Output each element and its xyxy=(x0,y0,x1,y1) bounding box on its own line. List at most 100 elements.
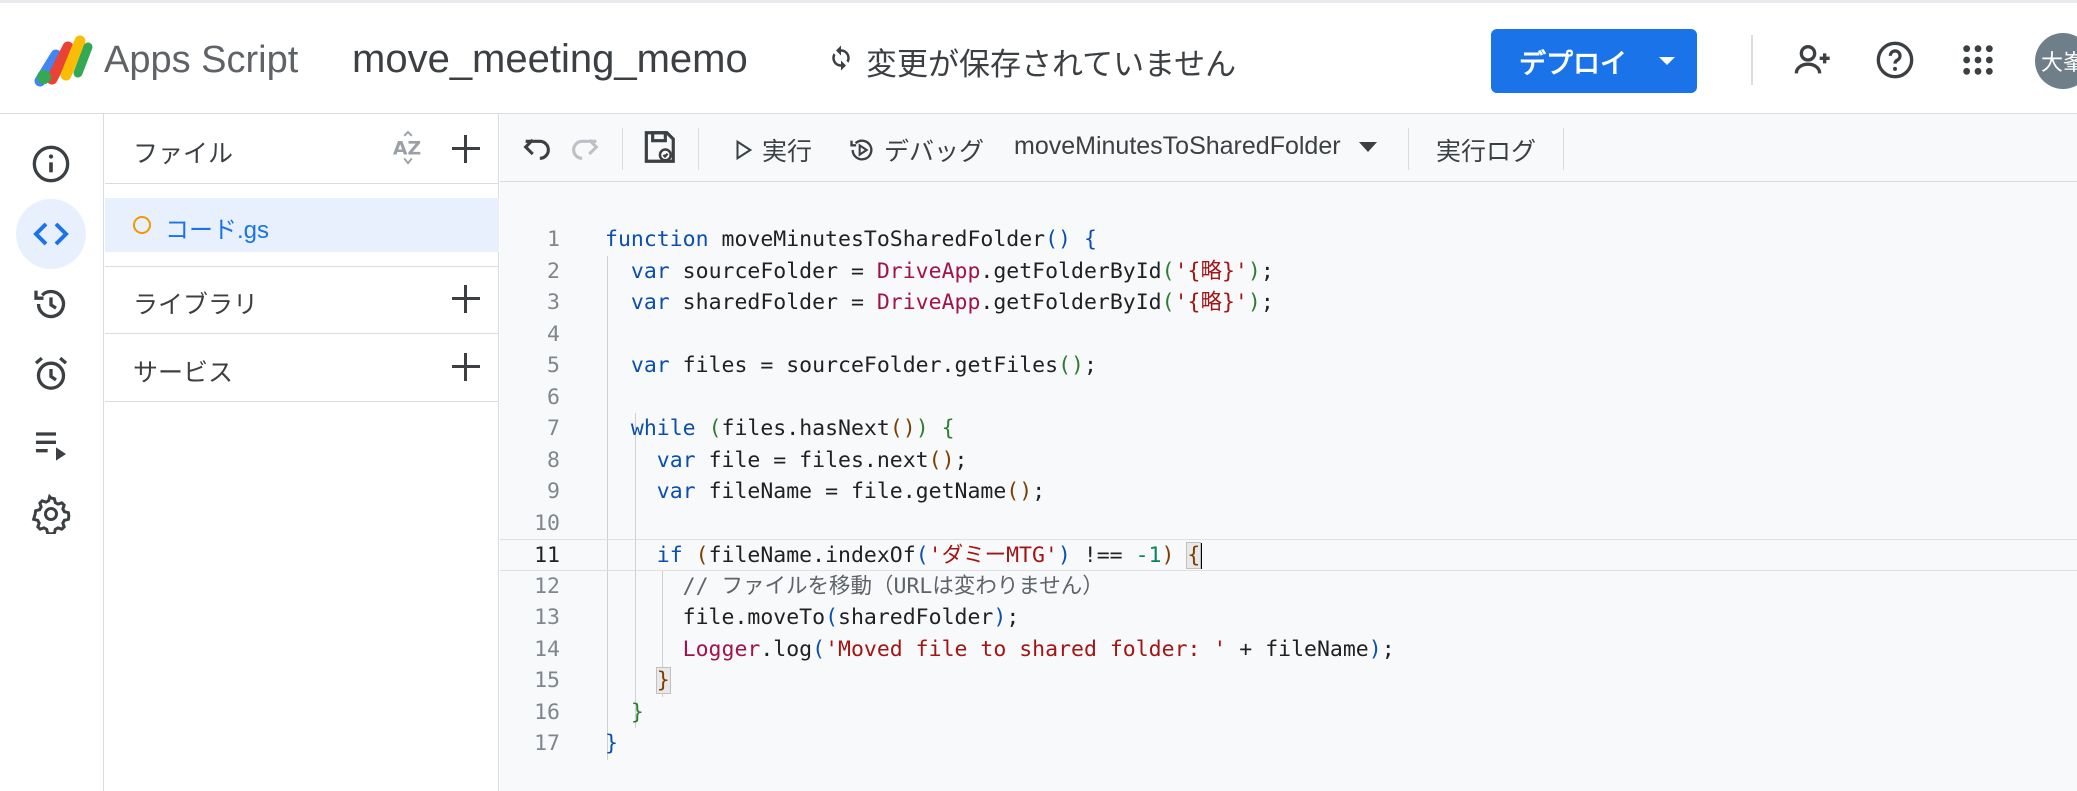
libraries-label: ライブラリ xyxy=(133,291,259,319)
services-section[interactable]: サービス xyxy=(105,334,499,402)
code-text: } xyxy=(630,699,644,725)
code-line: 8 var file = files.next(); xyxy=(500,445,2077,477)
line-number: 15 xyxy=(534,668,560,693)
code-text: var sharedFolder = DriveApp.getFolderByI… xyxy=(630,290,1274,315)
code-line: 12 // ファイルを移動（URLは変わりません） xyxy=(500,571,2077,603)
code-line: 13 file.moveTo(sharedFolder); xyxy=(500,602,2077,634)
history-icon[interactable] xyxy=(16,269,86,339)
caret-down-icon xyxy=(1358,141,1377,152)
executions-icon[interactable] xyxy=(16,409,86,479)
code-line: 3 var sharedFolder = DriveApp.getFolderB… xyxy=(500,287,2077,319)
svg-text:AZ: AZ xyxy=(393,138,421,160)
divider xyxy=(1563,128,1564,170)
files-panel: ファイル AZ コード.gs ライブラリ サービス xyxy=(105,114,499,791)
function-select[interactable]: moveMinutesToSharedFolder xyxy=(1014,132,1377,161)
code-text: var file = files.next(); xyxy=(656,447,968,473)
add-library-icon[interactable] xyxy=(450,283,482,315)
line-number: 5 xyxy=(547,353,560,378)
unsaved-dot-icon xyxy=(133,216,151,234)
chevron-down-icon[interactable] xyxy=(1659,57,1675,65)
editor-toolbar: 実行 デバッグ moveMinutesToSharedFolder 実行ログ xyxy=(500,114,2077,182)
line-number: 8 xyxy=(547,447,560,473)
redo-icon xyxy=(568,130,602,164)
line-number: 14 xyxy=(534,636,560,662)
info-icon[interactable] xyxy=(16,129,86,199)
libraries-section[interactable]: ライブラリ xyxy=(105,266,499,334)
line-number: 12 xyxy=(534,573,560,599)
code-text: var fileName = file.getName(); xyxy=(656,479,1046,504)
share-person-add-icon[interactable] xyxy=(1790,37,1836,83)
divider xyxy=(1751,35,1753,85)
code-line: 14 Logger.log('Moved file to shared fold… xyxy=(500,634,2077,666)
files-title: ファイル xyxy=(133,140,234,168)
apps-grid-icon[interactable] xyxy=(1955,37,2001,83)
code-line-current: 11 if (fileName.indexOf('ダミーMTG') !== -1… xyxy=(500,539,2077,571)
code-text: if (fileName.indexOf('ダミーMTG') !== -1) { xyxy=(656,542,1203,569)
files-header: ファイル AZ xyxy=(105,114,499,184)
divider xyxy=(698,128,699,170)
apps-script-logo-icon xyxy=(34,31,94,87)
add-service-icon[interactable] xyxy=(450,351,482,383)
code-text: while (files.hasNext()) { xyxy=(630,416,955,441)
code-text: } xyxy=(655,667,671,694)
code-icon[interactable] xyxy=(16,199,86,269)
deploy-button[interactable]: デプロイ xyxy=(1491,29,1697,93)
code-text: function moveMinutesToSharedFolder() { xyxy=(605,227,1097,252)
product-name[interactable]: Apps Script xyxy=(104,39,299,81)
divider xyxy=(1408,128,1409,170)
code-text: var sourceFolder = DriveApp.getFolderByI… xyxy=(630,258,1274,284)
line-number: 13 xyxy=(534,605,560,630)
line-number: 17 xyxy=(534,731,560,756)
deploy-label: デプロイ xyxy=(1519,48,1627,79)
line-number: 11 xyxy=(534,543,560,568)
line-number: 9 xyxy=(547,479,560,504)
indent-guide xyxy=(635,413,636,728)
avatar[interactable]: 大峯 xyxy=(2035,33,2077,89)
file-item-code-gs[interactable]: コード.gs xyxy=(105,198,499,252)
top-app-bar: Apps Script move_meeting_memo 変更が保存されていま… xyxy=(0,0,2077,114)
divider xyxy=(105,266,499,267)
alarm-icon[interactable] xyxy=(16,339,86,409)
debug-icon xyxy=(850,139,873,161)
file-name: コード.gs xyxy=(165,217,270,244)
save-icon[interactable] xyxy=(640,128,678,166)
run-button[interactable]: 実行 xyxy=(732,132,812,168)
code-line: 9 var fileName = file.getName(); xyxy=(500,476,2077,508)
line-number: 3 xyxy=(547,290,560,315)
line-number: 7 xyxy=(547,416,560,441)
text-cursor xyxy=(1200,543,1203,569)
code-text: Logger.log('Moved file to shared folder:… xyxy=(682,636,1395,662)
code-text: // ファイルを移動（URLは変わりません） xyxy=(682,573,1104,599)
play-icon xyxy=(736,139,753,161)
indent-guide xyxy=(607,255,608,760)
code-text: var files = sourceFolder.getFiles(); xyxy=(630,353,1097,378)
debug-label: デバッグ xyxy=(884,138,985,166)
indent-guide xyxy=(662,570,663,697)
help-icon[interactable] xyxy=(1872,37,1918,83)
function-name: moveMinutesToSharedFolder xyxy=(1014,132,1341,160)
line-number: 2 xyxy=(547,258,560,284)
code-line: 17} xyxy=(500,728,2077,760)
execution-log-button[interactable]: 実行ログ xyxy=(1436,132,1536,168)
left-nav xyxy=(0,114,104,791)
run-label: 実行 xyxy=(762,138,813,166)
project-title[interactable]: move_meeting_memo xyxy=(352,37,748,81)
services-label: サービス xyxy=(133,359,234,387)
exec-log-label: 実行ログ xyxy=(1436,138,1537,166)
sort-az-icon[interactable]: AZ xyxy=(391,130,425,173)
debug-button[interactable]: デバッグ xyxy=(848,132,984,168)
divider xyxy=(622,128,623,170)
code-line: 15 } xyxy=(500,665,2077,697)
code-text: file.moveTo(sharedFolder); xyxy=(682,605,1020,630)
code-line: 5 var files = sourceFolder.getFiles(); xyxy=(500,350,2077,382)
sync-icon xyxy=(826,43,856,81)
settings-icon[interactable] xyxy=(16,479,86,549)
undo-icon[interactable] xyxy=(520,130,554,164)
code-text: } xyxy=(605,731,618,756)
code-line: 7 while (files.hasNext()) { xyxy=(500,413,2077,445)
line-number: 16 xyxy=(534,699,560,725)
add-file-icon[interactable] xyxy=(450,133,482,165)
line-number: 4 xyxy=(547,321,560,347)
